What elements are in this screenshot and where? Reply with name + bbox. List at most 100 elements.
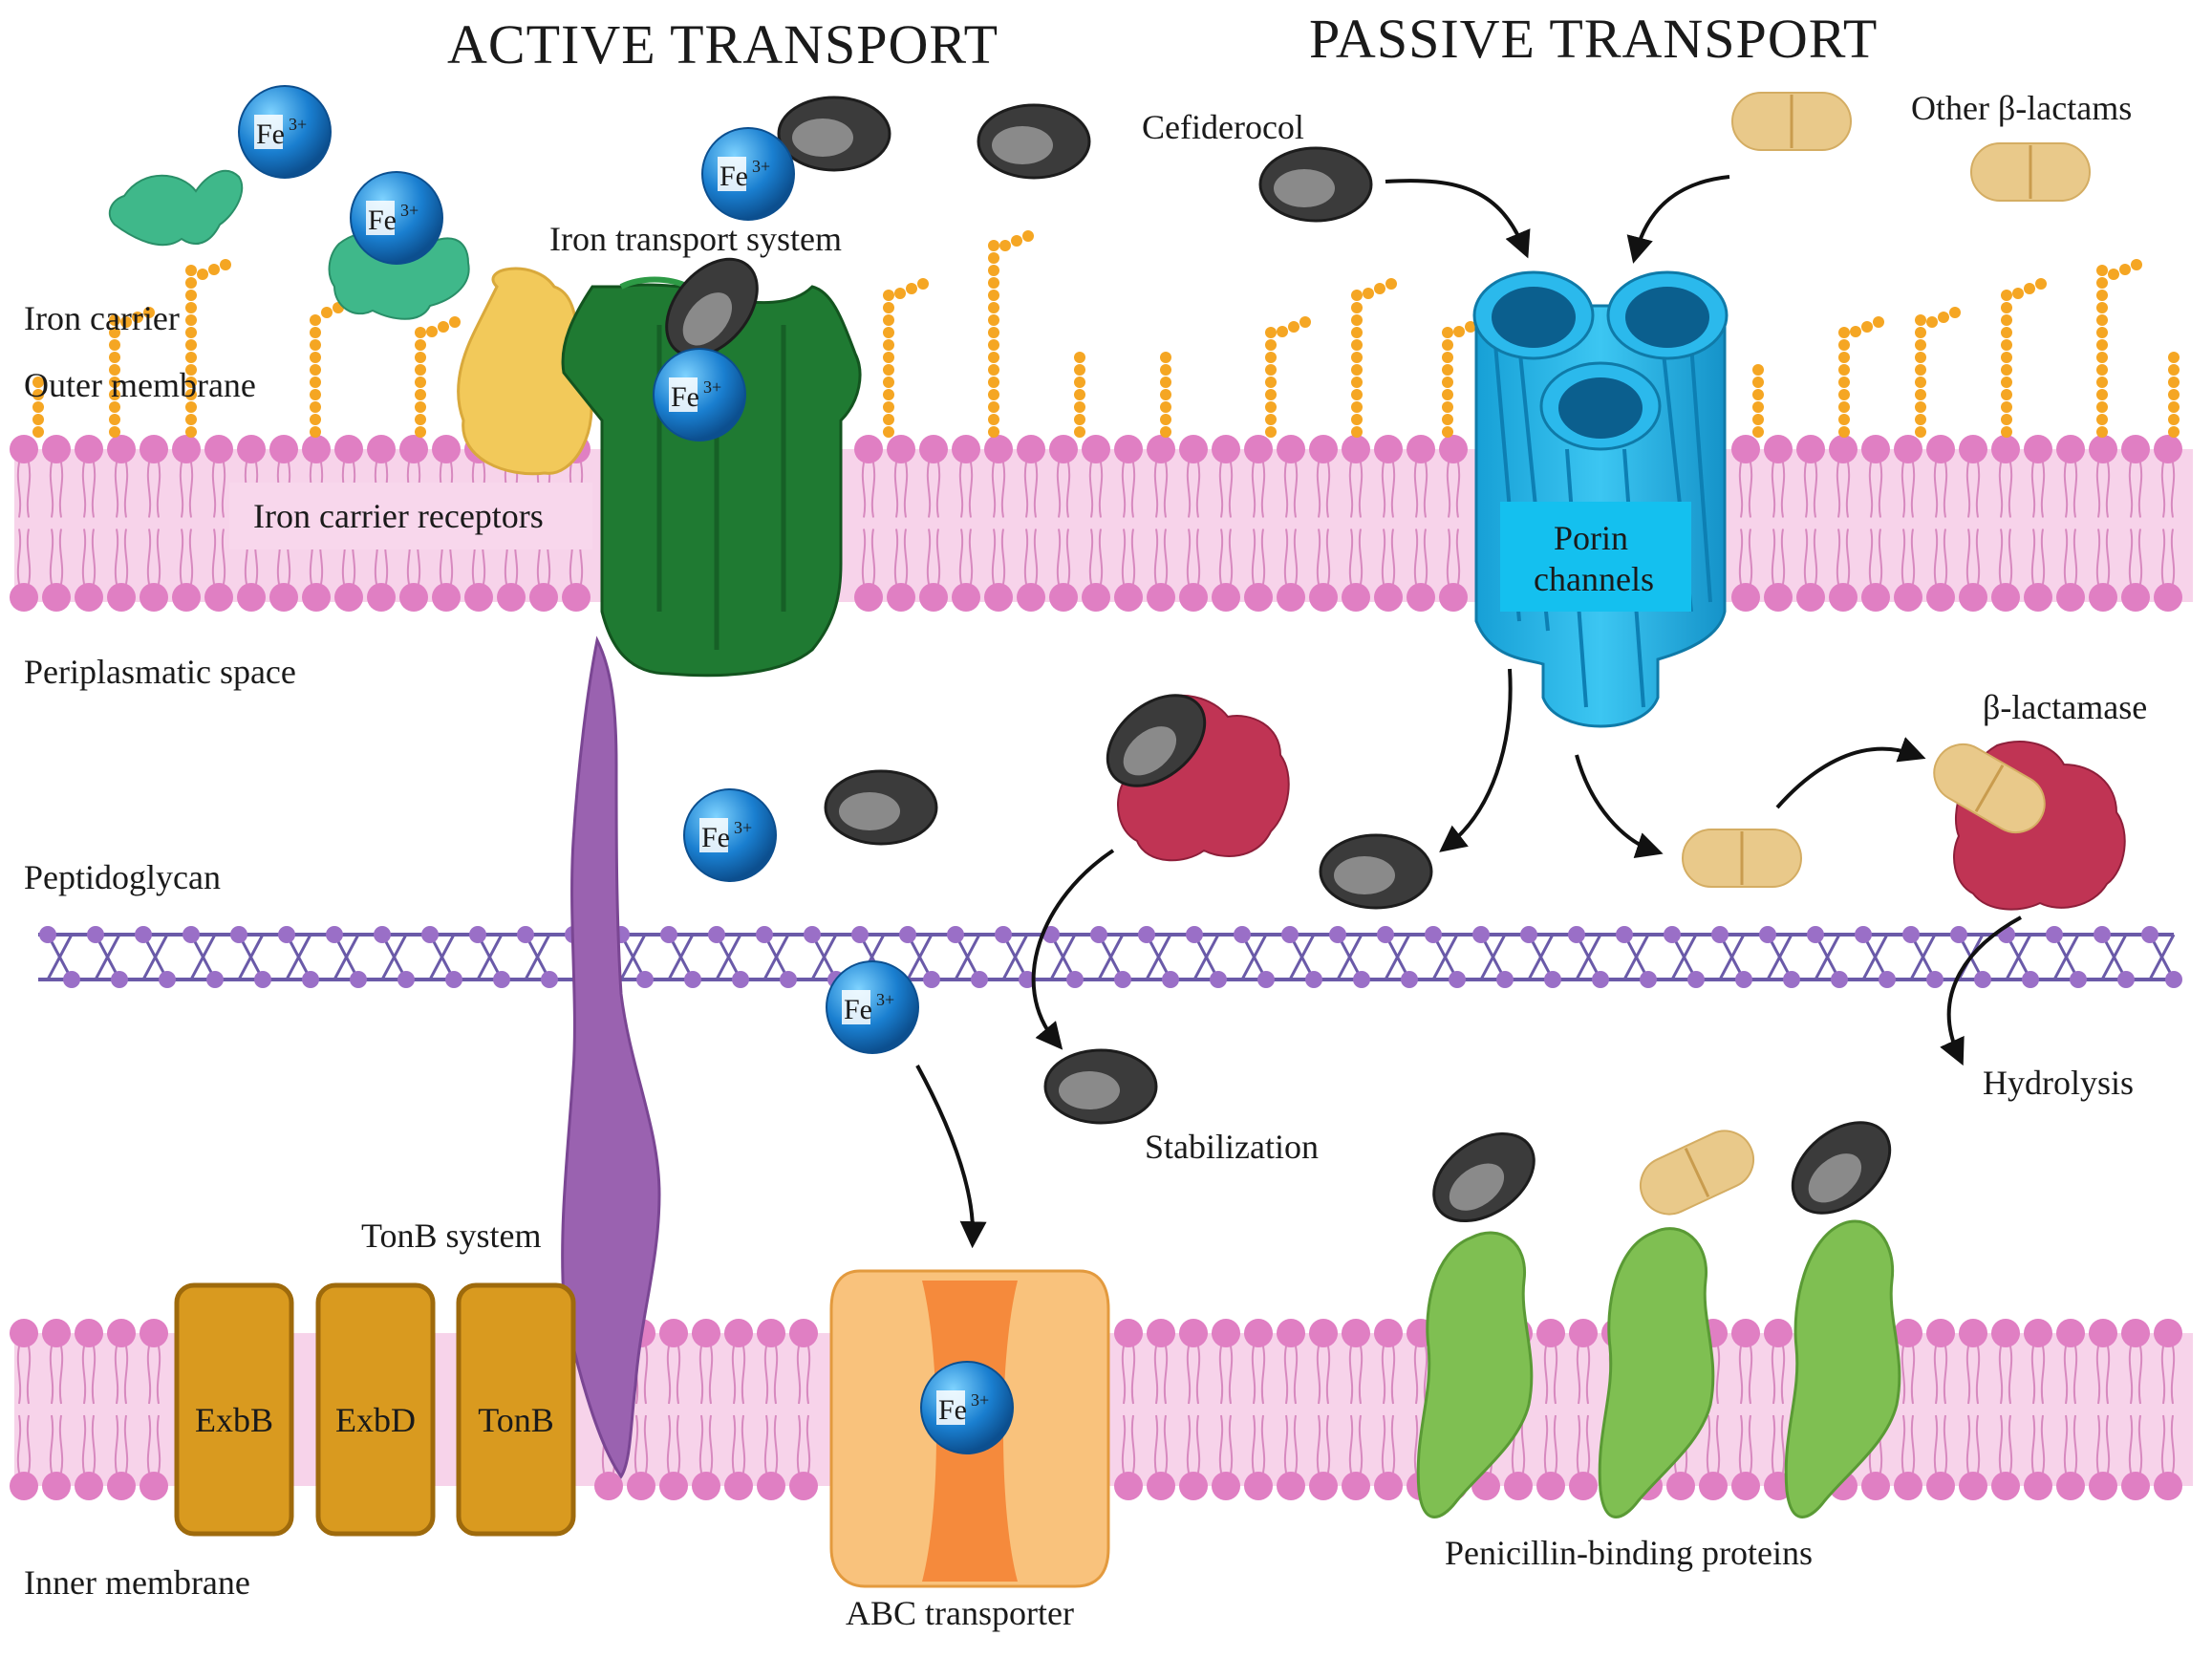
lps-bead bbox=[988, 339, 999, 351]
lps-bead bbox=[1351, 389, 1363, 400]
lipid-tail bbox=[2072, 1346, 2078, 1405]
lps-bead bbox=[2168, 401, 2180, 413]
lipid-tail bbox=[1130, 1414, 1136, 1474]
pg-bead bbox=[684, 971, 701, 988]
fe-charge: 3+ bbox=[971, 1390, 989, 1410]
lipid-head bbox=[1926, 435, 1955, 463]
lipid-tail bbox=[16, 1346, 22, 1405]
lps-bead bbox=[1351, 302, 1363, 313]
lps-bead bbox=[1351, 290, 1363, 301]
lipid-tail bbox=[1088, 528, 1094, 585]
lps-bead bbox=[143, 307, 155, 318]
lps-bead bbox=[1265, 414, 1277, 425]
lipid-tail bbox=[1153, 528, 1159, 585]
lipid-tail bbox=[1748, 1414, 1753, 1474]
lipid-head bbox=[1439, 583, 1468, 612]
lps-bead bbox=[988, 240, 999, 251]
lipid-head bbox=[1991, 583, 2020, 612]
pg-bead bbox=[1162, 971, 1179, 988]
beta-lactam-molecule bbox=[1731, 92, 1852, 151]
lipid-tail bbox=[1260, 462, 1266, 518]
lps-bead bbox=[185, 389, 197, 400]
lps-bead bbox=[415, 327, 426, 338]
fe-ion-sphere bbox=[683, 788, 777, 882]
lipid-head bbox=[1277, 583, 1305, 612]
lps-bead bbox=[1861, 321, 1873, 333]
lipid-tail bbox=[91, 462, 97, 518]
lipid-tail bbox=[903, 528, 909, 585]
lipid-tail bbox=[1195, 462, 1201, 518]
lipid-tail bbox=[2128, 462, 2134, 518]
lps-bead bbox=[438, 321, 449, 333]
label-iron-carrier-receptors: Iron carrier receptors bbox=[253, 497, 544, 535]
lipid-tail bbox=[2160, 1346, 2166, 1405]
lipid-tail bbox=[666, 1414, 672, 1474]
lps-bead bbox=[2096, 426, 2108, 438]
fe-charge: 3+ bbox=[289, 115, 307, 134]
lipid-tail bbox=[1033, 528, 1039, 585]
lipid-head bbox=[1731, 1472, 1760, 1500]
lipid-head bbox=[1147, 1472, 1175, 1500]
lipid-head bbox=[334, 435, 363, 463]
lps-bead bbox=[1838, 377, 1850, 388]
lps-bead bbox=[2168, 352, 2180, 363]
lipid-head bbox=[42, 435, 71, 463]
lipid-tail bbox=[49, 462, 54, 518]
lipid-tail bbox=[91, 528, 97, 585]
lps-bead bbox=[1351, 352, 1363, 363]
lps-bead bbox=[1442, 364, 1453, 376]
lipid-tail bbox=[1543, 1346, 1549, 1405]
lps-bead bbox=[1022, 230, 1034, 242]
lps-bead bbox=[2168, 364, 2180, 376]
lps-bead bbox=[185, 265, 197, 276]
lipid-head bbox=[1894, 583, 1922, 612]
lps-bead bbox=[1074, 364, 1085, 376]
lipid-tail bbox=[81, 1346, 87, 1405]
pg-bead bbox=[899, 926, 916, 943]
lipid-tail bbox=[2040, 528, 2046, 585]
lps-bead bbox=[1442, 389, 1453, 400]
lipid-tail bbox=[893, 462, 899, 518]
title-passive-transport: PASSIVE TRANSPORT bbox=[1309, 8, 1878, 70]
lipid-tail bbox=[1218, 528, 1224, 585]
lipid-tail bbox=[2008, 1346, 2013, 1405]
lps-bead bbox=[1074, 389, 1085, 400]
pg-link bbox=[1431, 934, 1459, 980]
lipid-tail bbox=[893, 528, 899, 585]
lipid-tail bbox=[2030, 462, 2036, 518]
pg-link bbox=[619, 934, 647, 980]
lps-bead bbox=[1850, 326, 1861, 337]
pg-bead bbox=[397, 971, 415, 988]
lps-bead bbox=[1374, 283, 1385, 294]
lipid-tail bbox=[870, 462, 876, 518]
lipid-tail bbox=[861, 462, 867, 518]
pg-link bbox=[141, 934, 169, 980]
lipid-head bbox=[1244, 583, 1273, 612]
lps-bead bbox=[185, 426, 197, 438]
pg-bead bbox=[2141, 926, 2158, 943]
lps-bead bbox=[1011, 235, 1022, 247]
lps-bead bbox=[2096, 302, 2108, 313]
pg-bead bbox=[1592, 971, 1609, 988]
lps-bead bbox=[1265, 426, 1277, 438]
lipid-tail bbox=[2040, 462, 2046, 518]
lipid-head bbox=[562, 583, 591, 612]
lipid-tail bbox=[643, 1414, 649, 1474]
lps-bead bbox=[415, 377, 426, 388]
lps-bead bbox=[426, 326, 438, 337]
lps-bead bbox=[208, 264, 220, 275]
lps-bead bbox=[1160, 377, 1171, 388]
lps-bead bbox=[32, 401, 44, 413]
lps-bead bbox=[1915, 352, 1926, 363]
lipid-tail bbox=[2063, 1414, 2069, 1474]
lps-bead bbox=[310, 377, 321, 388]
lps-bead bbox=[109, 364, 120, 376]
lps-bead bbox=[988, 327, 999, 338]
lipid-head bbox=[2056, 435, 2085, 463]
lps-bead bbox=[1351, 377, 1363, 388]
lipid-head bbox=[1764, 1319, 1793, 1347]
lps-bead bbox=[988, 426, 999, 438]
lipid-head bbox=[2024, 1319, 2052, 1347]
lipid-head bbox=[1244, 1319, 1273, 1347]
molecule-highlight bbox=[1334, 856, 1395, 894]
